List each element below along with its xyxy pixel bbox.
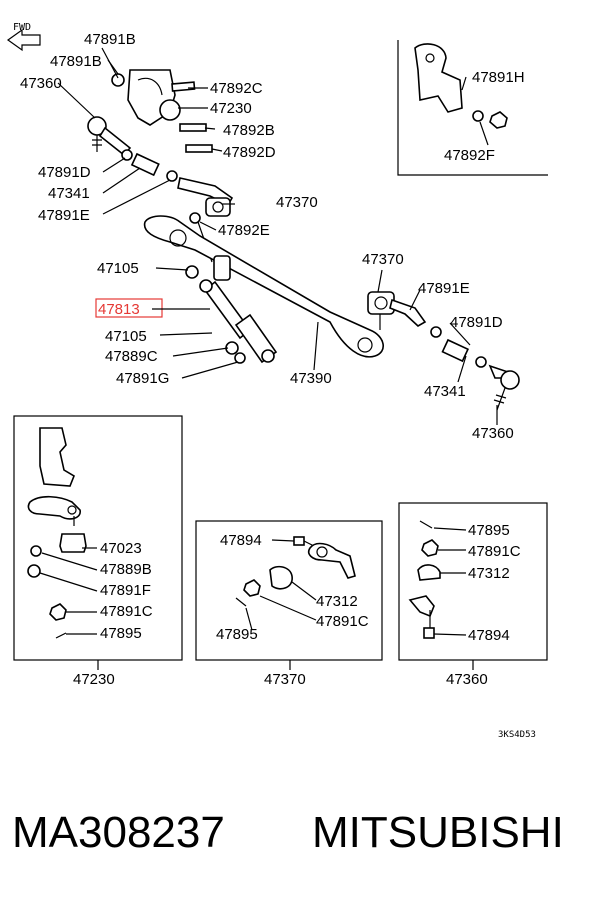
box1-item-5: 47895 — [100, 625, 142, 642]
highlight-box-47813 — [95, 298, 163, 318]
label-47892C: 47892C — [210, 80, 263, 97]
label-47341-right: 47341 — [424, 383, 466, 400]
label-47341-left: 47341 — [48, 185, 90, 202]
label-47892D: 47892D — [223, 144, 276, 161]
label-47390: 47390 — [290, 370, 332, 387]
box1-item-3: 47891F — [100, 582, 151, 599]
idler-bracket-inset — [397, 40, 548, 176]
label-47891B: 47891B — [50, 53, 102, 70]
tie-rod-end-right — [488, 364, 520, 411]
label-47889C: 47889C — [105, 348, 158, 365]
adjuster-sleeve-left — [121, 149, 178, 182]
label-47370-mid: 47370 — [276, 194, 318, 211]
label-47360-left: 47360 — [20, 75, 62, 92]
label-47360-right: 47360 — [472, 425, 514, 442]
label-47891G: 47891G — [116, 370, 169, 387]
label-47105-b: 47105 — [105, 328, 147, 345]
label-47891B-top: 47891B — [84, 31, 136, 48]
box1-caption: 47230 — [73, 671, 115, 688]
part-labels: 47891B 47891B 47360 47892C 47230 47892B … — [20, 31, 525, 442]
box1-item-4: 47891C — [100, 603, 153, 620]
leader-lines — [57, 47, 498, 425]
box3-caption: 47360 — [446, 671, 488, 688]
tie-rod-upper — [177, 177, 234, 263]
box2-item-3: 47895 — [216, 626, 258, 643]
box2-item-4: 47891C — [316, 613, 369, 630]
fwd-arrow-icon — [6, 28, 41, 52]
box3-item-4: 47894 — [468, 627, 510, 644]
label-47813: 47813 — [98, 301, 140, 318]
detail-box-47370: 47894 47312 47895 47891C 47370 — [195, 520, 383, 688]
box2-caption: 47370 — [264, 671, 306, 688]
box3-item-1: 47895 — [468, 522, 510, 539]
center-link — [143, 215, 384, 358]
box1-item-1: 47023 — [100, 540, 142, 557]
label-47892B: 47892B — [223, 122, 275, 139]
box2-item-2: 47312 — [316, 593, 358, 610]
tie-rod-right — [367, 291, 487, 368]
brand-name: MITSUBISHI — [312, 808, 564, 857]
detail-box-47230: 47023 47889B 47891F 47891C 47895 47230 — [13, 415, 183, 688]
part-number: MA308237 — [12, 808, 225, 857]
label-47891D-left: 47891D — [38, 164, 91, 181]
label-47891D-right: 47891D — [450, 314, 503, 331]
label-47892F: 47892F — [444, 147, 495, 164]
label-47891E-right: 47891E — [418, 280, 470, 297]
box2-item-1: 47894 — [220, 532, 262, 549]
steering-damper — [185, 265, 278, 364]
fwd-label: FWD — [13, 22, 31, 33]
box3-item-3: 47312 — [468, 565, 510, 582]
label-47892E: 47892E — [218, 222, 270, 239]
label-47891H: 47891H — [472, 69, 525, 86]
label-47105-a: 47105 — [97, 260, 139, 277]
label-47370-right: 47370 — [362, 251, 404, 268]
idler-arm-assembly — [111, 69, 213, 153]
label-47230: 47230 — [210, 100, 252, 117]
label-47891E-left: 47891E — [38, 207, 90, 224]
tie-rod-end-left — [87, 116, 132, 157]
diagram-code: 3KS4D53 — [498, 730, 536, 740]
detail-box-47360: 47895 47891C 47312 47894 47360 — [398, 502, 548, 688]
box3-item-2: 47891C — [468, 543, 521, 560]
box1-item-2: 47889B — [100, 561, 152, 578]
part-footer: MA308237 MITSUBISHI — [0, 808, 600, 868]
